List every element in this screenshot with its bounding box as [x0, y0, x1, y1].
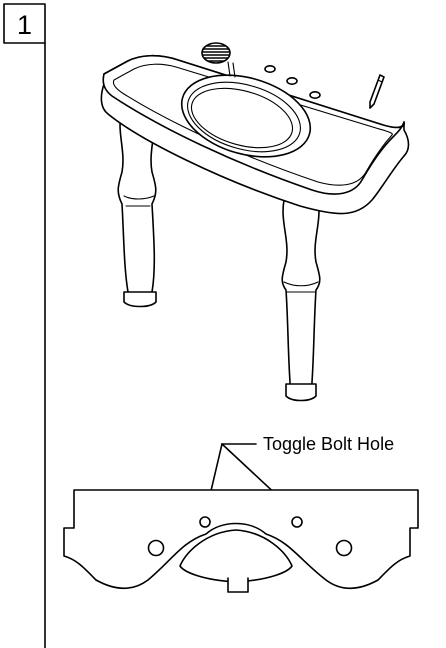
toggle-bolt-hole-left: [199, 516, 211, 528]
step-number: 1: [17, 10, 32, 40]
toggle-bolt-hole-right: [291, 516, 303, 528]
step-number-box: 1: [3, 3, 46, 44]
back-leg: [117, 111, 157, 308]
toggle-bolt-hole-label: Toggle Bolt Hole: [263, 434, 394, 454]
back-panel: [63, 489, 419, 593]
faucet-holes: [264, 65, 321, 100]
side-hole-right: [335, 539, 353, 557]
front-leg: [281, 199, 321, 402]
console-sink: [100, 42, 410, 402]
side-hole-left: [147, 539, 165, 557]
pencil-icon: [369, 74, 385, 109]
drain-icon: [201, 42, 236, 78]
basin: [180, 74, 312, 158]
